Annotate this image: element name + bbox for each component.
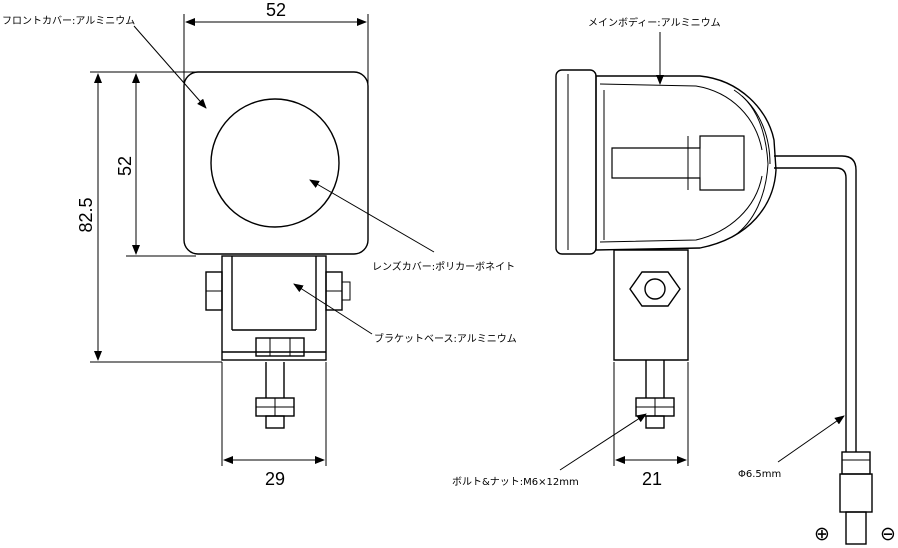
bolt-nut-leader: [559, 413, 647, 471]
lens-cover-label: レンズカバー:ポリカーボネイト: [372, 260, 515, 273]
side-front-plate: [555, 69, 597, 255]
side-bracket: [613, 249, 689, 361]
connector-body: [839, 473, 873, 513]
bolt-nut-label: ボルト&ナット:M6×12mm: [452, 476, 579, 488]
front-cover-leader: [133, 25, 207, 109]
cable-leader: [777, 415, 845, 463]
side-view: [555, 69, 873, 545]
bracket-base-leader: [293, 283, 373, 335]
main-body-outline: [595, 75, 777, 251]
connector-plug: [845, 511, 867, 545]
front-total-height-dim-text: 82.5: [76, 197, 96, 232]
front-cover-label: フロントカバー:アルミニウム: [2, 15, 135, 27]
side-leaders: [559, 32, 845, 471]
side-hex-hole: [644, 278, 666, 300]
side-bracket-width-dim-text: 21: [642, 469, 662, 489]
main-body-label: メインボディー:アルミニウム: [588, 16, 721, 29]
front-bracket-width-dim-text: 29: [265, 469, 285, 489]
side-bolt-tip: [645, 415, 665, 429]
side-hex-nut: [629, 271, 681, 307]
bracket-base-label: ブラケットベース:アルミニウム: [374, 332, 517, 345]
front-cover-housing: [183, 71, 369, 255]
front-bolt-tip: [265, 415, 285, 429]
front-leaders: [133, 25, 435, 335]
front-width-dim-text: 52: [266, 0, 286, 20]
connector-collar: [841, 451, 871, 475]
bracket-bottom-nut: [255, 337, 305, 357]
lens-circle: [210, 98, 340, 228]
bracket-body: [221, 255, 327, 361]
negative-terminal-icon: ⊖: [880, 523, 896, 545]
cable-diameter-label: Φ6.5mm: [738, 469, 781, 480]
cable: [774, 155, 857, 452]
positive-terminal-icon: ⊕: [814, 523, 830, 545]
front-view: [90, 14, 369, 466]
front-inner-height-dim-text: 52: [115, 156, 135, 176]
lens-cover-leader: [309, 179, 435, 253]
